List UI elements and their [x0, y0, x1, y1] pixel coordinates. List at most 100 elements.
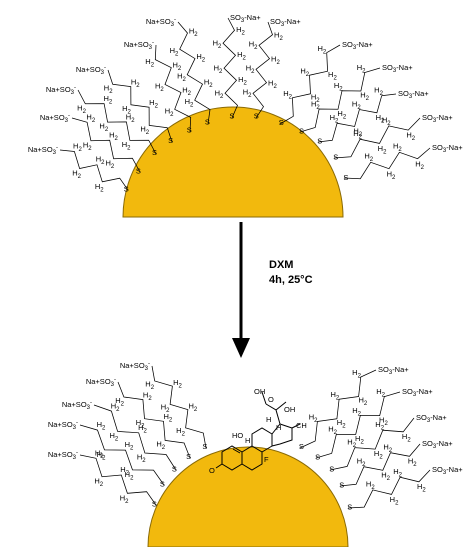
ch2-group: H2 [96, 155, 105, 167]
ch2-group: H2 [214, 63, 223, 75]
ch2-group: H2 [182, 85, 191, 97]
conditions-label: 4h, 25°C [269, 274, 313, 286]
ch2-group: H2 [126, 112, 135, 124]
ch2-group: H2 [188, 401, 197, 413]
ch2-group: H2 [215, 88, 224, 100]
ch2-group: H2 [334, 81, 343, 93]
ch2-group: H2 [120, 465, 129, 477]
ch2-group: H2 [109, 131, 118, 143]
ch2-group: H2 [352, 406, 361, 418]
gold-nanoparticle-top [122, 106, 344, 218]
alkyl-chain [339, 443, 421, 487]
side-chain [261, 391, 287, 425]
ch2-group: H2 [271, 54, 280, 66]
ligand-chains-top: SH2H2H2H2Na+SO3-SH2H2H2H2Na+SO3-SH2H2H2H… [28, 13, 463, 194]
sulfur-atom: S [136, 166, 141, 175]
ch2-group: H2 [145, 379, 154, 391]
ch2-group: H2 [72, 169, 81, 181]
ch2-group: H2 [165, 107, 174, 119]
ch2-group: H2 [204, 77, 213, 89]
ch2-group: H2 [125, 440, 134, 452]
ch2-group: H2 [109, 431, 118, 443]
ch2-group: H2 [104, 94, 113, 106]
ch2-group: H2 [390, 495, 399, 507]
drug-o-carbonyl: O [268, 395, 274, 404]
alkyl-chain [333, 117, 421, 159]
steroid-ring-c [251, 427, 273, 453]
alkyl-chain [279, 44, 341, 125]
sulfur-atom: S [254, 112, 259, 121]
ch2-group: H2 [170, 46, 179, 58]
ch2-group: H2 [163, 412, 172, 424]
alkyl-chain [222, 17, 238, 119]
ch2-group: H2 [358, 396, 367, 408]
sulfonate-label: SO3-Na+ [230, 13, 261, 24]
drug-f: F [264, 455, 269, 464]
ch2-group: H2 [268, 78, 277, 90]
alkyl-chain [177, 21, 211, 125]
ch2-group: H2 [355, 434, 364, 446]
ch2-group: H2 [189, 26, 198, 38]
methyl-bond [291, 423, 301, 429]
alkyl-chain [117, 381, 191, 459]
alkyl-chain [315, 391, 401, 459]
ch2-group: H2 [357, 456, 366, 468]
sulfur-atom: S [279, 118, 284, 127]
ch2-group: H2 [236, 25, 245, 37]
ch2-group: H2 [352, 99, 361, 111]
ch2-group: H2 [417, 482, 426, 494]
sulfonate-label: SO3-Na+ [382, 63, 413, 74]
ch2-group: H2 [317, 44, 326, 56]
drug-oh-right: OH [284, 405, 295, 414]
ch2-group: H2 [249, 40, 258, 52]
drug-h-3: H [276, 423, 281, 432]
ch2-group: H2 [196, 52, 205, 64]
alkyl-chain [79, 454, 157, 506]
ch2-group: H2 [122, 140, 131, 152]
ch2-group: H2 [136, 418, 145, 430]
gold-nanoparticle-bottom [147, 446, 349, 547]
sulfonate-label: SO3-Na+ [432, 143, 463, 154]
sulfonate-label: Na+SO3- [124, 40, 154, 51]
sulfonate-label: Na+SO3- [48, 450, 78, 461]
sulfur-atom: S [172, 464, 177, 473]
sulfonate-label: Na+SO3- [46, 85, 76, 96]
ch2-group: H2 [393, 142, 402, 154]
ch2-group: H2 [213, 38, 222, 50]
ch2-group: H2 [330, 113, 339, 125]
sulfonate-label: SO3-Na+ [422, 439, 453, 450]
ch2-group: H2 [353, 129, 362, 141]
ch2-group: H2 [374, 449, 383, 461]
steroid-ring-b [241, 445, 263, 471]
sulfonate-label: SO3-Na+ [432, 465, 463, 476]
ch2-group: H2 [137, 453, 146, 465]
ch2-group: H2 [375, 420, 384, 432]
sulfur-atom: S [186, 452, 191, 461]
sulfur-atom: S [124, 184, 129, 193]
drug-h-2: H [266, 415, 271, 424]
sulfur-atom: S [152, 499, 157, 508]
ch2-group: H2 [366, 479, 375, 491]
sulfur-atom: S [152, 148, 157, 157]
ch2-group: H2 [105, 158, 114, 170]
ch2-group: H2 [115, 396, 124, 408]
ch2-group: H2 [156, 440, 165, 452]
ch2-group: H2 [95, 448, 104, 460]
ch2-group: H2 [237, 50, 246, 62]
sulfur-atom: S [347, 503, 352, 512]
ch2-group: H2 [243, 88, 252, 100]
ch2-group: H2 [140, 124, 149, 136]
ch2-group: H2 [173, 378, 182, 390]
alkyl-chain [151, 365, 207, 449]
alkyl-chain [317, 93, 397, 143]
ch2-group: H2 [352, 368, 361, 380]
ch2-group: H2 [161, 403, 170, 415]
sulfur-atom: S [229, 112, 234, 121]
alkyl-chain [93, 404, 177, 471]
ligand-chains-bottom: SH2H2H2H2Na+SO3-SH2H2H2H2Na+SO3-SH2H2H2H… [48, 361, 463, 512]
ch2-group: H2 [337, 418, 346, 430]
alkyl-chain [77, 89, 157, 155]
ch2-group: H2 [360, 91, 369, 103]
sulfonate-label: SO3-Na+ [416, 413, 447, 424]
ch2-group: H2 [185, 97, 194, 109]
